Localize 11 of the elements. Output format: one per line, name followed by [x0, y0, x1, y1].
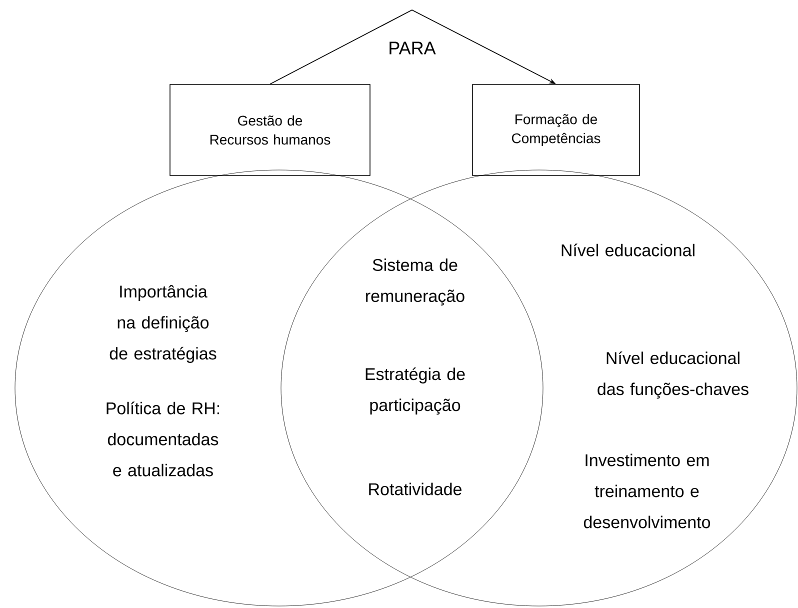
label-box: Formação de Competências [472, 84, 640, 176]
edge-label: PARA [390, 42, 436, 54]
circle-text: Nível educacional das funções-chaves [598, 351, 748, 399]
circle-text: Política de RH: documentadas e atualizadas [106, 402, 220, 476]
overlap-text: Estratégia de participação [366, 367, 465, 415]
circle-text: Importância na definição de estratégias [110, 285, 216, 363]
overlap-text: Sistema de remuneração [366, 258, 464, 306]
overlap-text: Rotatividade [369, 482, 462, 496]
circle-text: Nível educacional [562, 244, 694, 256]
circle-text: Investimento em treinamento e desenvolvimento [584, 454, 710, 528]
label-box: Gestão de Recursos humanos [170, 84, 370, 176]
